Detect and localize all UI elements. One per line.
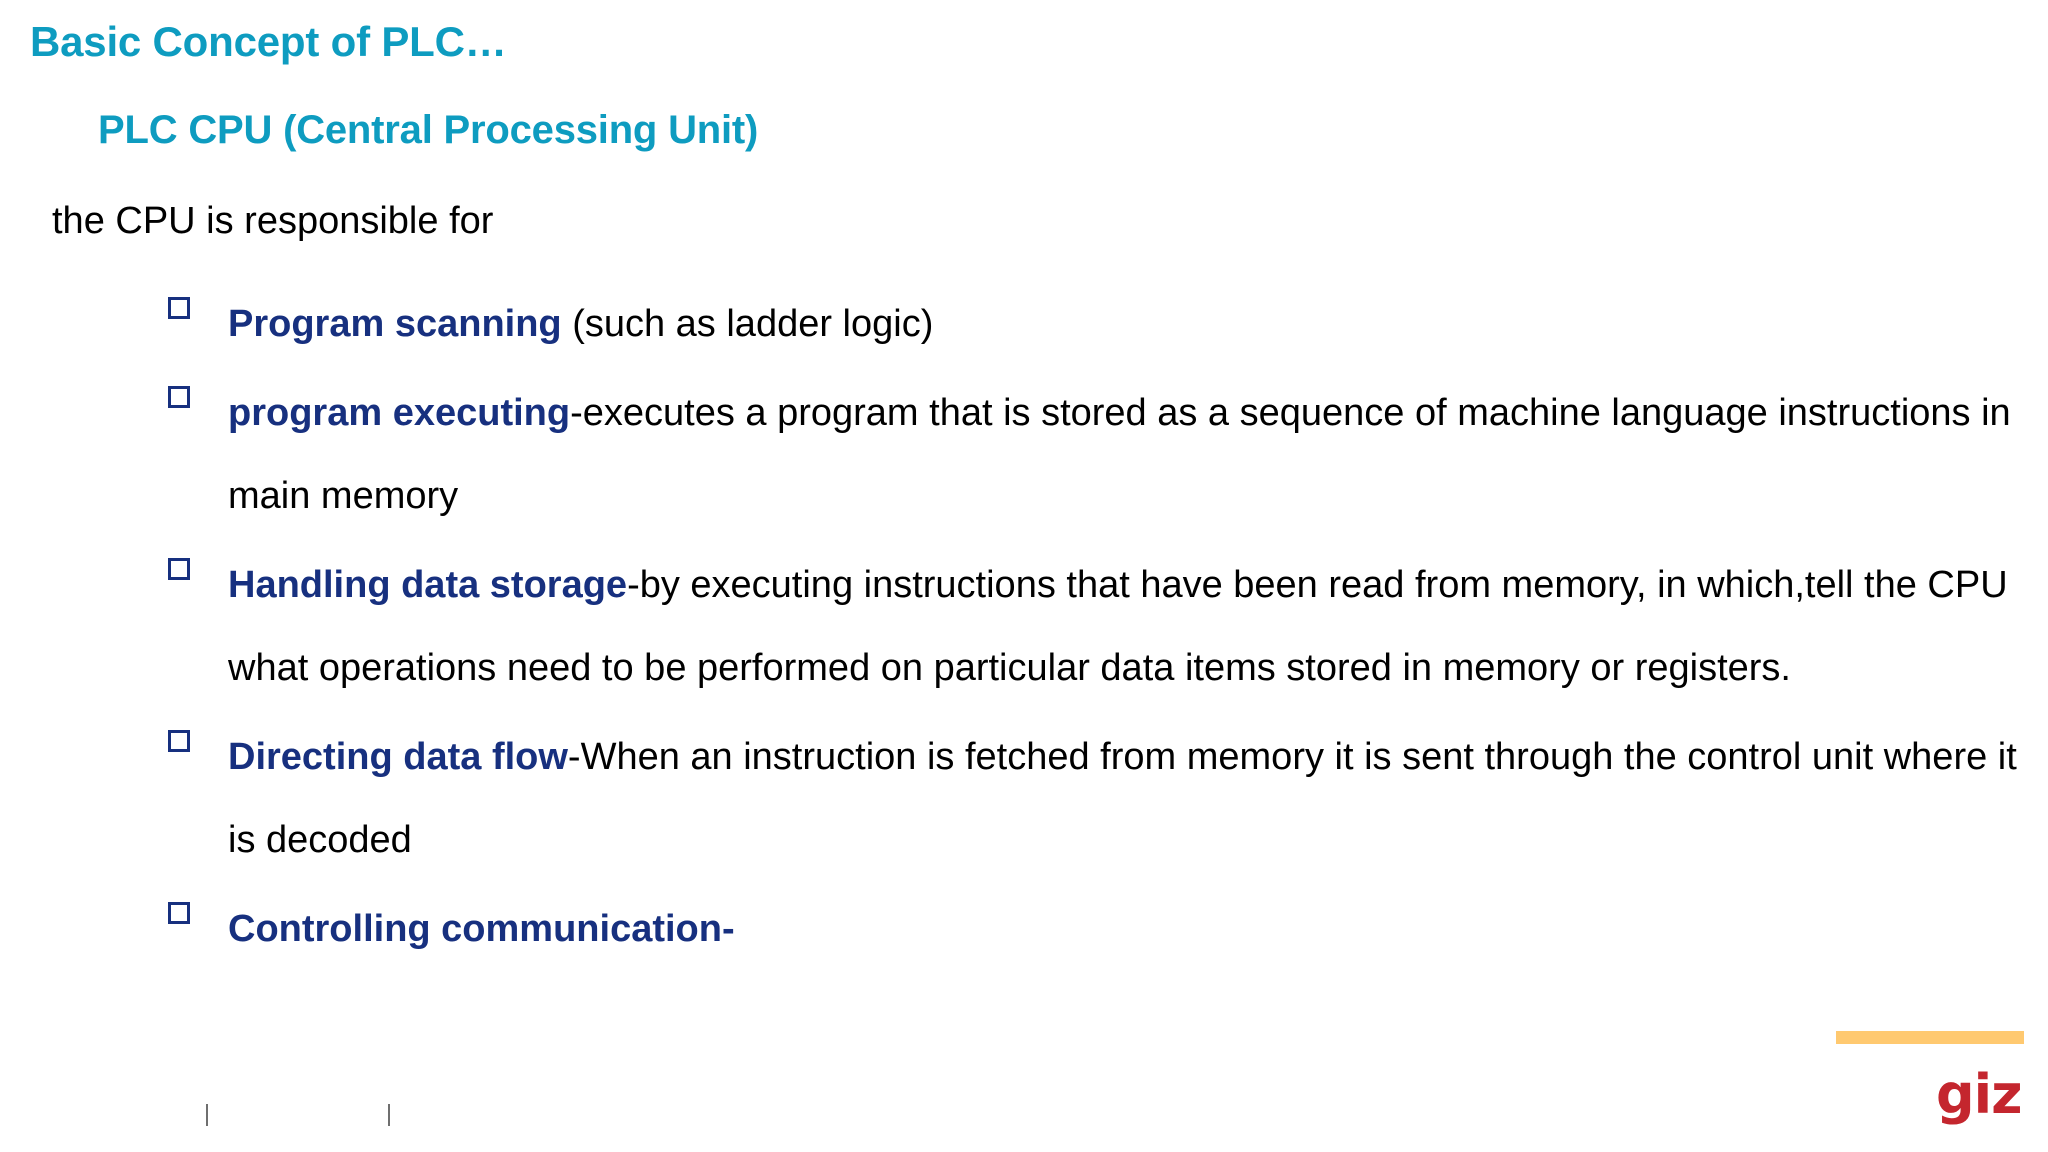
list-item-term: Handling data storage [228, 564, 628, 606]
giz-logo: giz [1936, 1063, 2023, 1126]
list-item: Directing data flow-When an instruction … [168, 716, 2038, 882]
list-item-text: Controlling communication- [228, 888, 2038, 971]
hollow-square-bullet-icon [168, 297, 190, 319]
hollow-square-bullet-icon [168, 902, 190, 924]
hollow-square-bullet-icon [168, 730, 190, 752]
list-item-body: -executes a program that is stored as a … [228, 392, 2011, 517]
list-item-body: (such as ladder logic) [561, 303, 934, 345]
list-item: Controlling communication- [168, 888, 2038, 971]
list-item-text: Handling data storage-by executing instr… [228, 544, 2038, 710]
list-item-term: program executing [228, 392, 571, 434]
list-item-body: -When an instruction is fetched from mem… [228, 736, 2017, 861]
footer-tick-mark [206, 1104, 208, 1126]
logo-accent-bar [1836, 1031, 2024, 1044]
hollow-square-bullet-icon [168, 386, 190, 408]
list-item: Handling data storage-by executing instr… [168, 544, 2038, 710]
list-item-text: Program scanning (such as ladder logic) [228, 283, 2038, 366]
list-item-body: -by executing instructions that have bee… [228, 564, 2008, 689]
list-item-term: Controlling communication- [228, 908, 735, 950]
hollow-square-bullet-icon [168, 558, 190, 580]
page-subtitle: PLC CPU (Central Processing Unit) [98, 108, 759, 152]
footer-separators [0, 1104, 2048, 1128]
list-item-text: Directing data flow-When an instruction … [228, 716, 2038, 882]
page-title: Basic Concept of PLC… [30, 18, 507, 65]
list-item-term: Directing data flow [228, 736, 568, 778]
list-item-term: Program scanning [228, 303, 562, 345]
bullet-list: Program scanning (such as ladder logic) … [168, 283, 2038, 977]
list-item-text: program executing-executes a program tha… [228, 372, 2038, 538]
list-item: Program scanning (such as ladder logic) [168, 283, 2038, 366]
list-item: program executing-executes a program tha… [168, 372, 2038, 538]
footer-tick-mark [388, 1104, 390, 1126]
lead-in-text: the CPU is responsible for [52, 200, 494, 242]
